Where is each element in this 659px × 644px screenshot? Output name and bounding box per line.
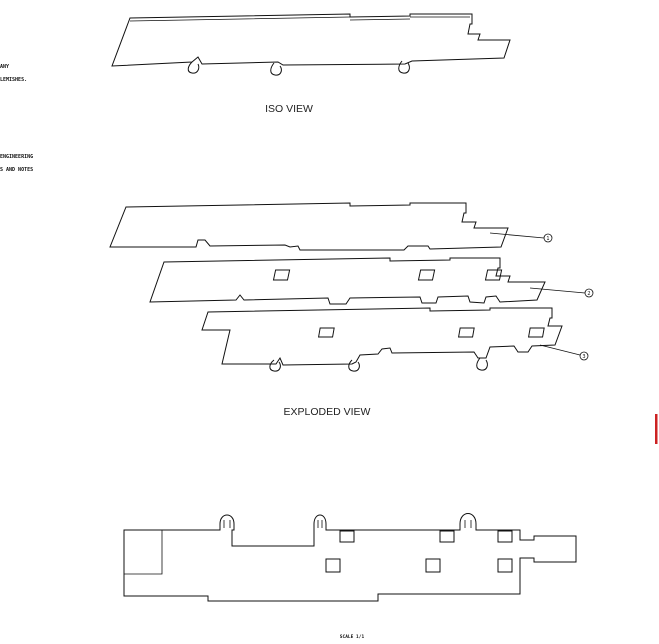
part-3-leader xyxy=(539,344,581,356)
scale-label: SCALE 1/1 xyxy=(340,634,365,640)
note-line-1: ANY xyxy=(0,64,9,70)
plan-window-4 xyxy=(325,558,341,573)
part-3-tab-3 xyxy=(476,357,488,371)
drawing-notes: ANY LEMISHES. ENGINEERING S AND NOTES xyxy=(0,64,33,173)
exploded-part-2 xyxy=(149,257,546,305)
balloon-1-number: 1 xyxy=(546,236,549,242)
exploded-part-1 xyxy=(109,202,509,251)
exploded-part-3 xyxy=(201,307,563,366)
plan-tab-slot-3 xyxy=(464,520,472,528)
part-3-tab-1 xyxy=(269,359,281,372)
iso-view-label: ISO VIEW xyxy=(265,103,313,115)
note-line-3: ENGINEERING xyxy=(0,154,33,160)
balloon-2 xyxy=(584,288,594,298)
iso-plate-outline xyxy=(111,13,511,67)
balloon-3 xyxy=(579,351,589,361)
exploded-view: 1 2 3 EXPLODED VIEW xyxy=(109,202,594,418)
part-2-window-2 xyxy=(417,269,436,281)
iso-plate-top-edge xyxy=(129,16,470,22)
iso-tab-1 xyxy=(187,61,200,74)
plan-window-5 xyxy=(425,558,441,573)
balloon-3-number: 3 xyxy=(582,354,585,360)
iso-view: ISO VIEW xyxy=(111,13,511,115)
iso-tab-3 xyxy=(398,60,410,74)
note-line-4: S AND NOTES xyxy=(0,167,33,173)
plan-window-2 xyxy=(439,530,455,543)
balloon-2-number: 2 xyxy=(587,291,590,297)
part-2-window-3 xyxy=(484,269,503,281)
part-3-window-3 xyxy=(527,327,545,338)
part-1-leader xyxy=(489,232,545,239)
plan-window-3 xyxy=(497,530,513,543)
exploded-view-label: EXPLODED VIEW xyxy=(284,406,371,418)
part-3-tab-2 xyxy=(348,359,360,372)
edge-marker xyxy=(655,414,658,444)
part-2-leader xyxy=(529,287,586,294)
plan-outline xyxy=(123,513,577,602)
part-3-window-1 xyxy=(317,327,335,338)
plan-tab-slot-2 xyxy=(317,520,323,528)
plan-window-6 xyxy=(497,558,513,573)
part-3-window-2 xyxy=(457,327,475,338)
plan-tab-slot-1 xyxy=(223,520,231,528)
part-2-window-1 xyxy=(272,269,291,281)
note-line-2: LEMISHES. xyxy=(0,77,27,83)
iso-tab-2 xyxy=(270,62,282,76)
plan-inner-panel xyxy=(124,529,163,575)
plan-view xyxy=(123,513,577,602)
plan-window-1 xyxy=(339,530,355,543)
balloon-1 xyxy=(543,233,553,243)
